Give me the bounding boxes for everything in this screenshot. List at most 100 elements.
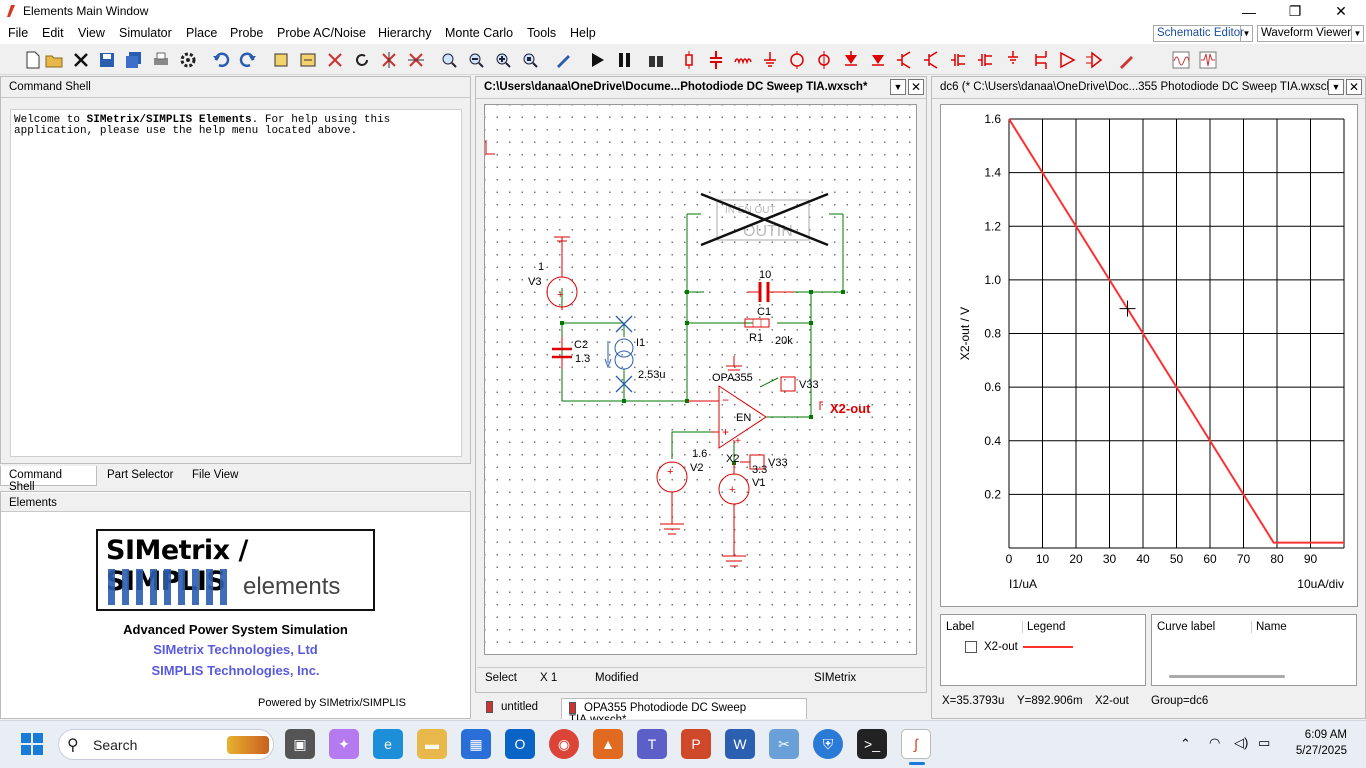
place-opamp-button[interactable] [1056, 49, 1078, 71]
taskbar-edge[interactable]: e [373, 729, 403, 759]
place-pmos-button[interactable] [975, 49, 997, 71]
wifi-icon[interactable]: ◠ [1209, 735, 1221, 750]
close-button[interactable]: ✕ [1318, 0, 1364, 23]
waveform-menu-button[interactable]: ▼ [1328, 79, 1344, 95]
waveform-viewer-select[interactable]: Waveform Viewer▼ [1257, 25, 1364, 42]
menu-edit[interactable]: Edit [42, 26, 64, 40]
place-jfet-button[interactable] [1002, 49, 1024, 71]
menu-probe[interactable]: Probe [230, 26, 264, 40]
place-capacitor-button[interactable] [705, 49, 727, 71]
pause-button[interactable] [613, 49, 635, 71]
waveform-close-button[interactable]: ✕ [1346, 79, 1362, 95]
tab-untitled[interactable]: untitled [481, 699, 553, 718]
menu-place[interactable]: Place [186, 26, 218, 40]
horizontal-scrollbar[interactable] [1169, 675, 1285, 678]
start-button[interactable] [18, 729, 46, 759]
menu-file[interactable]: File [8, 26, 29, 40]
flip-button[interactable] [378, 49, 400, 71]
zoom-out-button[interactable] [465, 49, 487, 71]
taskbar-file-explorer[interactable]: ▬ [417, 729, 447, 759]
v3-source[interactable]: + [546, 236, 578, 310]
clock-time[interactable]: 6:09 AM [1304, 729, 1347, 741]
run-button[interactable] [586, 49, 608, 71]
zoom-fit-button[interactable] [438, 49, 460, 71]
c1-capacitor[interactable] [748, 282, 794, 302]
tab-file-view[interactable]: File View [184, 466, 246, 486]
probe-ac-button[interactable] [1197, 49, 1219, 71]
schematic-editor-select[interactable]: Schematic Editor▼ [1153, 25, 1253, 42]
probe-voltage-button[interactable] [1116, 49, 1138, 71]
place-inductor-button[interactable] [732, 49, 754, 71]
taskbar-task-view[interactable]: ▣ [285, 729, 315, 759]
battery-icon[interactable]: ▭ [1258, 735, 1271, 750]
c2-capacitor[interactable] [552, 337, 572, 369]
place-led-button[interactable] [867, 49, 889, 71]
tab-opa355-schematic[interactable]: OPA355 Photodiode DC Sweep TIA.wxsch* [561, 698, 807, 726]
command-shell-output[interactable]: Welcome to SIMetrix/SIMPLIS Elements. Fo… [10, 109, 462, 457]
close-doc-button[interactable] [70, 49, 92, 71]
find-button[interactable] [645, 49, 667, 71]
taskbar-terminal[interactable]: >_ [857, 729, 887, 759]
probe-waveform-button[interactable] [1170, 49, 1192, 71]
place-voltage-source-button[interactable] [786, 49, 808, 71]
schematic-menu-button[interactable]: ▼ [890, 79, 906, 95]
zoom-box-button[interactable] [519, 49, 541, 71]
v1-source[interactable]: + [718, 463, 750, 567]
save-button[interactable] [96, 49, 118, 71]
menu-tools[interactable]: Tools [527, 26, 557, 40]
menu-simulator[interactable]: Simulator [119, 26, 172, 40]
taskbar-powerpoint[interactable]: P [681, 729, 711, 759]
x2-out-label[interactable]: X2-out [830, 401, 871, 416]
place-switch-button[interactable] [1029, 49, 1051, 71]
taskbar-matlab[interactable]: ▲ [593, 729, 623, 759]
redo-button[interactable] [237, 49, 259, 71]
maximize-button[interactable]: ❐ [1272, 0, 1318, 23]
place-diode-button[interactable] [813, 49, 835, 71]
opamp-x2[interactable]: −+ + [687, 356, 823, 470]
settings-button[interactable] [177, 49, 199, 71]
place-block-button[interactable] [297, 49, 319, 71]
i1-current-source[interactable] [604, 315, 634, 393]
place-zener-button[interactable] [840, 49, 862, 71]
wire-pen-button[interactable] [552, 49, 574, 71]
place-pnp-button[interactable] [921, 49, 943, 71]
taskbar-teams[interactable]: T [637, 729, 667, 759]
place-resistor-button[interactable] [678, 49, 700, 71]
menu-help[interactable]: Help [570, 26, 596, 40]
new-button[interactable] [22, 49, 44, 71]
taskbar-word[interactable]: W [725, 729, 755, 759]
taskbar-outlook[interactable]: O [505, 729, 535, 759]
rotate-button[interactable] [351, 49, 373, 71]
taskbar-copilot[interactable]: ✦ [329, 729, 359, 759]
menu-monte-carlo[interactable]: Monte Carlo [445, 26, 514, 40]
schematic-close-button[interactable]: ✕ [908, 79, 924, 95]
clock-date[interactable]: 5/27/2025 [1295, 745, 1347, 757]
place-comparator-button[interactable] [1083, 49, 1105, 71]
minimize-button[interactable]: — [1226, 0, 1272, 23]
place-ground-button[interactable] [759, 49, 781, 71]
menu-hierarchy[interactable]: Hierarchy [378, 26, 432, 40]
r1-resistor[interactable] [744, 318, 770, 328]
cut-button[interactable] [324, 49, 346, 71]
company-simetrix-link[interactable]: SIMetrix Technologies, Ltd [153, 642, 318, 657]
taskbar-chrome[interactable]: ◉ [549, 729, 579, 759]
taskbar-search[interactable]: ⚲ Search [58, 729, 274, 760]
place-npn-button[interactable] [894, 49, 916, 71]
open-button[interactable] [43, 49, 65, 71]
volume-icon[interactable]: ◁) [1234, 735, 1249, 750]
v2-source[interactable]: + [656, 461, 688, 535]
taskbar-defender[interactable]: ⛨ [813, 729, 843, 759]
tab-command-shell[interactable]: Command Shell [0, 466, 97, 493]
mirror-button[interactable] [405, 49, 427, 71]
zoom-in-button[interactable] [492, 49, 514, 71]
place-nmos-button[interactable] [948, 49, 970, 71]
company-simplis-link[interactable]: SIMPLIS Technologies, Inc. [151, 663, 320, 678]
undo-button[interactable] [210, 49, 232, 71]
legend-checkbox[interactable] [965, 641, 977, 653]
taskbar-snipping[interactable]: ✂ [769, 729, 799, 759]
taskbar-store[interactable]: ▦ [461, 729, 491, 759]
menu-view[interactable]: View [78, 26, 105, 40]
print-button[interactable] [150, 49, 172, 71]
tab-part-selector[interactable]: Part Selector [99, 466, 181, 486]
